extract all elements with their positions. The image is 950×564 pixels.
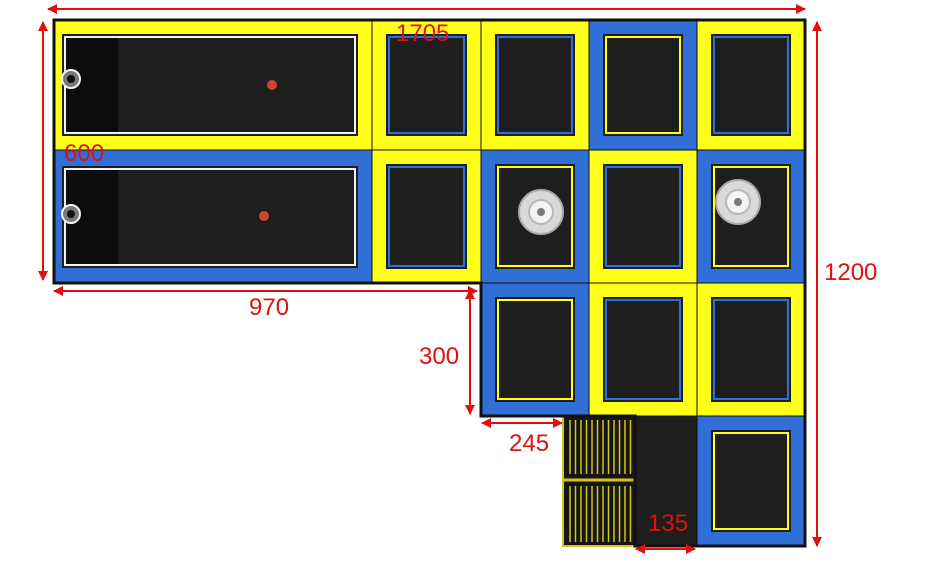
dimension-label-total-depth: 1200 (824, 259, 878, 286)
jump-bed (386, 164, 467, 269)
jump-bed-edge (713, 299, 789, 400)
jump-bed-edge (388, 166, 465, 267)
target-dot (259, 211, 269, 221)
rope-ring-hole (67, 210, 75, 218)
park-outline (52, 18, 807, 548)
jump-bed (495, 297, 575, 402)
dimension-label-upper-length: 970 (249, 294, 290, 321)
target-dot (267, 80, 277, 90)
jump-bed (603, 34, 683, 136)
dimension-label-gap-width: 135 (648, 510, 689, 537)
jump-bed-edge (605, 299, 681, 400)
jump-bed (711, 430, 791, 532)
jump-bed (603, 297, 683, 402)
jump-bed-edge (388, 36, 465, 134)
jump-bed-edge (605, 166, 681, 267)
jump-bed-edge (497, 299, 573, 400)
jump-bed-edge (497, 36, 573, 134)
dimension-label-step-height: 300 (419, 343, 460, 370)
dodge-pod-center (734, 198, 742, 206)
jump-bed (711, 34, 791, 136)
jump-bed-edge (497, 166, 573, 267)
jump-bed (603, 164, 683, 269)
rope-ring-hole (67, 75, 75, 83)
dimension-label-total-width: 1705 (396, 20, 450, 47)
dodge-pod-center (537, 208, 545, 216)
jump-bed-edge (713, 36, 789, 134)
jump-bed-edge (605, 36, 681, 134)
jump-bed (386, 34, 467, 136)
jump-bed-edge (713, 166, 789, 267)
jump-bed (711, 297, 791, 402)
jump-bed (495, 34, 575, 136)
dimension-label-stair-width: 245 (509, 430, 550, 457)
dimension-label-upper-depth: 600 (64, 140, 105, 167)
jump-bed-edge (713, 432, 789, 530)
